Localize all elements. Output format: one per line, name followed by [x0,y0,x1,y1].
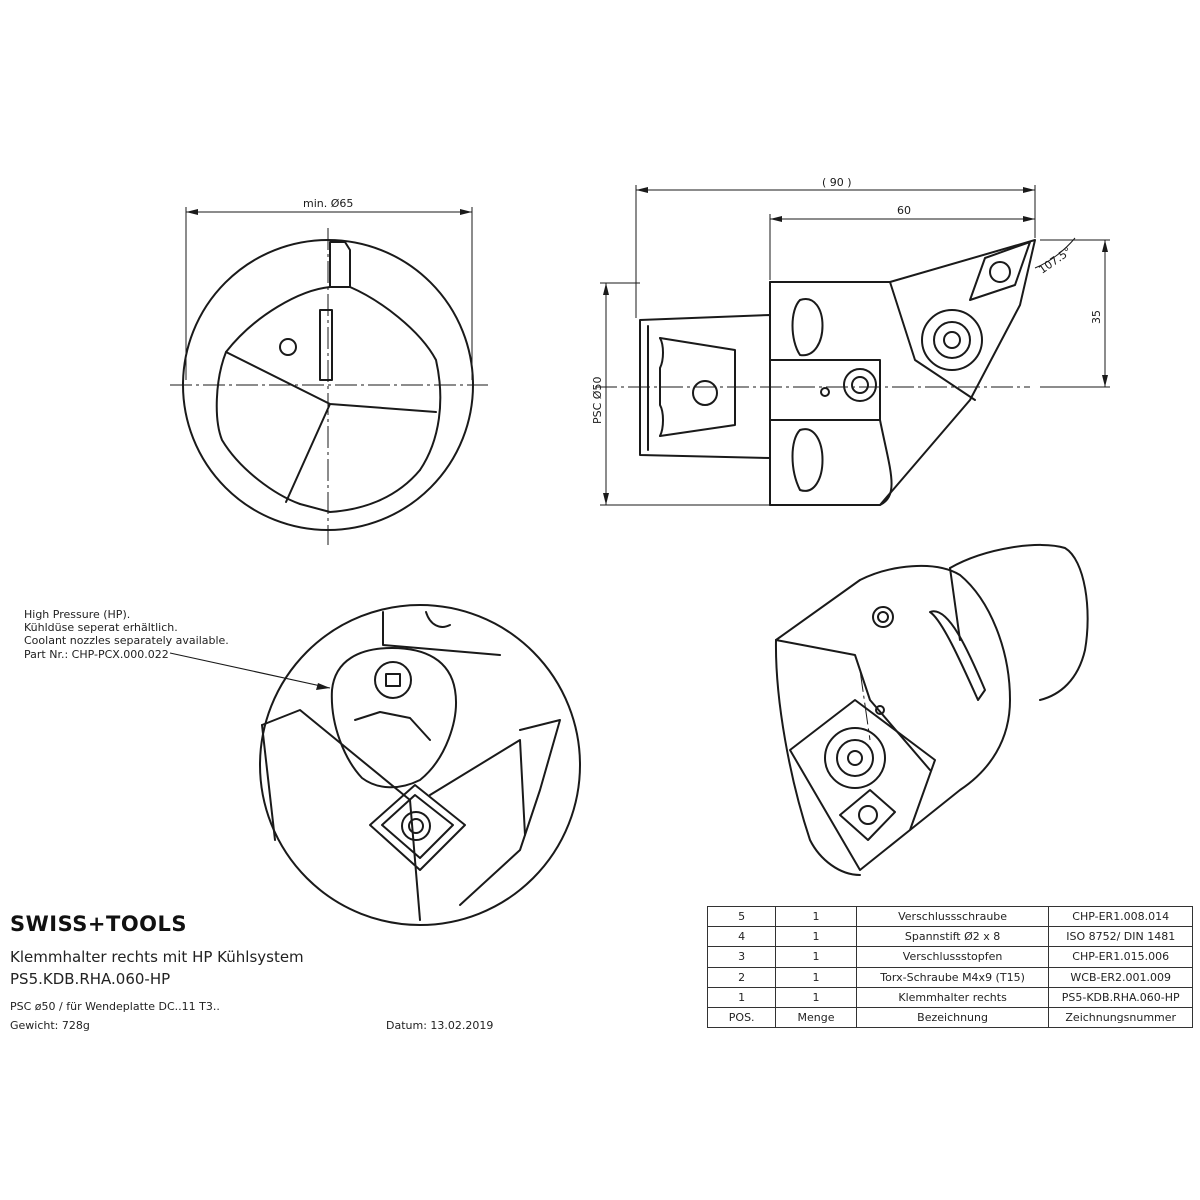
description-cell: Verschlussstopfen [855,946,1050,968]
qty-cell: 1 [775,905,857,928]
drawing-number-cell: WCB-ER2.001.009 [1048,966,1193,988]
table-row: 3 1 Verschlussstopfen CHP-ER1.015.006 [706,946,1193,968]
coolant-note: High Pressure (HP). Kühldüse seperat erh… [24,608,229,661]
table-row: 5 1 Verschlussschraube CHP-ER1.008.014 [706,905,1193,928]
weight-text: Gewicht: 728g [10,1019,90,1032]
description-cell: Torx-Schraube M4x9 (T15) [855,966,1050,988]
dim-angle: 107.5° [1036,245,1074,277]
spec-text: PSC ø50 / für Wendeplatte DC..11 T3.. [10,1000,220,1013]
table-row: 2 1 Torx-Schraube M4x9 (T15) WCB-ER2.001… [706,966,1193,988]
qty-cell: 1 [775,946,857,968]
dim-height: 35 [1090,310,1103,324]
pos-cell: 2 [706,966,777,988]
pos-cell: 3 [706,946,777,968]
isometric-view [774,543,1089,876]
pos-cell: 1 [706,986,777,1008]
date-text: Datum: 13.02.2019 [386,1019,494,1032]
note-line: High Pressure (HP). [24,608,131,621]
qty-cell: 1 [775,966,857,988]
front-view: min. Ø65 [170,197,488,545]
parts-list-table: 5 1 Verschlussschraube CHP-ER1.008.014 4… [706,905,1193,1029]
description-cell: Verschlussschraube [855,905,1050,928]
table-row: 1 1 Klemmhalter rechts PS5-KDB.RHA.060-H… [706,986,1193,1008]
dim-shank-diameter: PSC Ø50 [591,377,604,424]
note-line: Part Nr.: CHP-PCX.000.022 [24,647,169,661]
dim-overall-length: ( 90 ) [822,176,852,189]
header-pos: POS. [706,1006,777,1029]
detail-view [169,604,581,926]
drawing-title: Klemmhalter rechts mit HP Kühlsystem [10,948,304,966]
dim-head-length: 60 [897,204,911,217]
header-description: Bezeichnung [855,1006,1050,1029]
note-line: Kühldüse seperat erhältlich. [24,621,178,635]
table-row: 4 1 Spannstift Ø2 x 8 ISO 8752/ DIN 1481 [706,926,1193,948]
drawing-number-cell: ISO 8752/ DIN 1481 [1048,926,1193,948]
description-cell: Spannstift Ø2 x 8 [855,926,1050,948]
part-code: PS5.KDB.RHA.060-HP [10,970,171,988]
brand-logo: SWISS+TOOLS [10,912,188,936]
dim-min-diameter: min. Ø65 [303,197,353,210]
note-line: Coolant nozzles separately available. [24,634,229,648]
qty-cell: 1 [775,926,857,948]
table-header-row: POS. Menge Bezeichnung Zeichnungsnummer [706,1006,1193,1029]
qty-cell: 1 [775,986,857,1008]
pos-cell: 5 [706,905,777,928]
pos-cell: 4 [706,926,777,948]
drawing-number-cell: PS5-KDB.RHA.060-HP [1048,986,1193,1008]
side-view: ( 90 ) 60 35 107.5° PSC Ø50 [591,176,1110,506]
header-qty: Menge [775,1006,857,1029]
drawing-number-cell: CHP-ER1.008.014 [1048,905,1193,928]
drawing-number-cell: CHP-ER1.015.006 [1048,946,1193,968]
header-drawing-number: Zeichnungsnummer [1048,1006,1193,1029]
description-cell: Klemmhalter rechts [855,986,1050,1008]
